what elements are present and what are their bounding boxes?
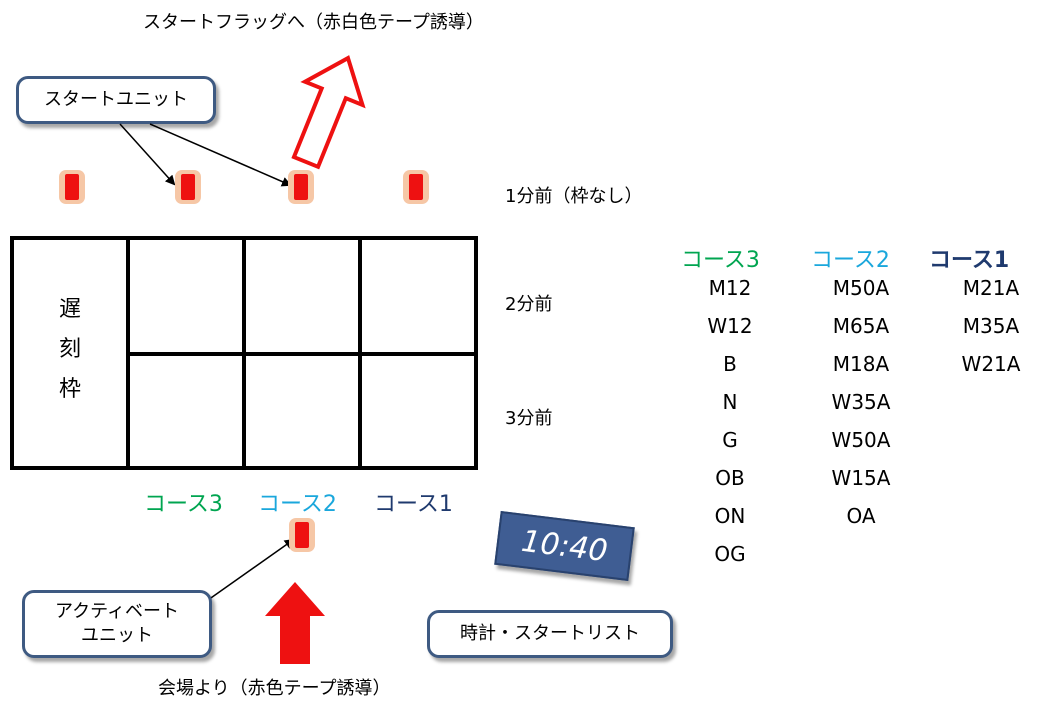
late-char-3: 枠 — [58, 377, 81, 402]
class-item: W12 — [707, 314, 753, 338]
class-item: W21A — [961, 352, 1021, 376]
start-unit-pointer-1 — [119, 123, 176, 186]
box-course2-3min — [242, 352, 362, 470]
activate-unit-label-2: ユニット — [81, 625, 153, 646]
top-label: スタートフラッグへ（赤白色テープ誘導） — [143, 12, 484, 33]
clock-time: 10:40 — [519, 523, 610, 569]
late-char-1: 遅 — [58, 297, 81, 322]
class-item: M50A — [832, 276, 890, 300]
two-min-label: 2分前 — [505, 294, 553, 315]
class-item: OG — [714, 542, 746, 566]
course2-header: コース2 — [811, 248, 890, 273]
class-item: M65A — [832, 314, 890, 338]
start-unit-2 — [175, 170, 201, 204]
start-unit-1 — [59, 170, 85, 204]
box-course3-3min — [126, 352, 246, 470]
late-char-2: 刻 — [58, 337, 81, 362]
class-item: M35A — [962, 314, 1020, 338]
start-unit-4 — [403, 170, 429, 204]
class-item: N — [722, 390, 738, 414]
course1-header: コース1 — [929, 248, 1010, 273]
three-min-label: 3分前 — [505, 408, 553, 429]
class-item: W15A — [831, 466, 891, 490]
box-course2-label: コース2 — [258, 492, 337, 517]
activate-unit-pointer — [207, 538, 295, 601]
activate-unit-callout: アクティベート ユニット — [22, 590, 212, 658]
course2-class-list: M50A M65A M18A W35A W50A W15A OA — [806, 269, 916, 535]
box-course1-2min — [358, 236, 478, 356]
box-course3-2min — [126, 236, 246, 356]
start-unit-3 — [288, 170, 314, 204]
box-course1-label: コース1 — [374, 492, 453, 517]
start-unit-label: スタートユニット — [44, 88, 188, 110]
late-box-label: 遅 刻 枠 — [40, 290, 100, 410]
class-item: W50A — [831, 428, 891, 452]
class-item: OB — [715, 466, 745, 490]
box-course3-label: コース3 — [144, 492, 223, 517]
class-item: M18A — [832, 352, 890, 376]
course1-class-list: M21A M35A W21A — [936, 269, 1037, 383]
class-item: G — [722, 428, 738, 452]
course3-class-list: M12 W12 B N G OB ON OG — [675, 269, 785, 573]
box-course1-3min — [358, 352, 478, 470]
one-min-label: 1分前（枠なし） — [505, 186, 643, 207]
course3-header: コース3 — [681, 248, 760, 273]
start-flag-arrow-icon — [291, 55, 366, 170]
class-item: M21A — [962, 276, 1020, 300]
start-unit-pointer-2 — [149, 123, 292, 187]
class-item: M12 — [708, 276, 752, 300]
class-item: OA — [846, 504, 876, 528]
clock-startlist-callout: 時計・スタートリスト — [427, 610, 673, 658]
start-unit-callout: スタートユニット — [16, 76, 216, 124]
start-box-grid — [10, 236, 478, 470]
class-item: ON — [714, 504, 746, 528]
venue-entry-arrow-icon — [265, 582, 325, 664]
clock-startlist-label: 時計・スタートリスト — [460, 622, 640, 644]
bottom-label: 会場より（赤色テープ誘導） — [158, 678, 391, 699]
activate-unit-label-1: アクティベート — [54, 600, 180, 622]
class-item: B — [723, 352, 737, 376]
class-item: W35A — [831, 390, 891, 414]
box-course2-2min — [242, 236, 362, 356]
activate-unit — [289, 518, 315, 552]
